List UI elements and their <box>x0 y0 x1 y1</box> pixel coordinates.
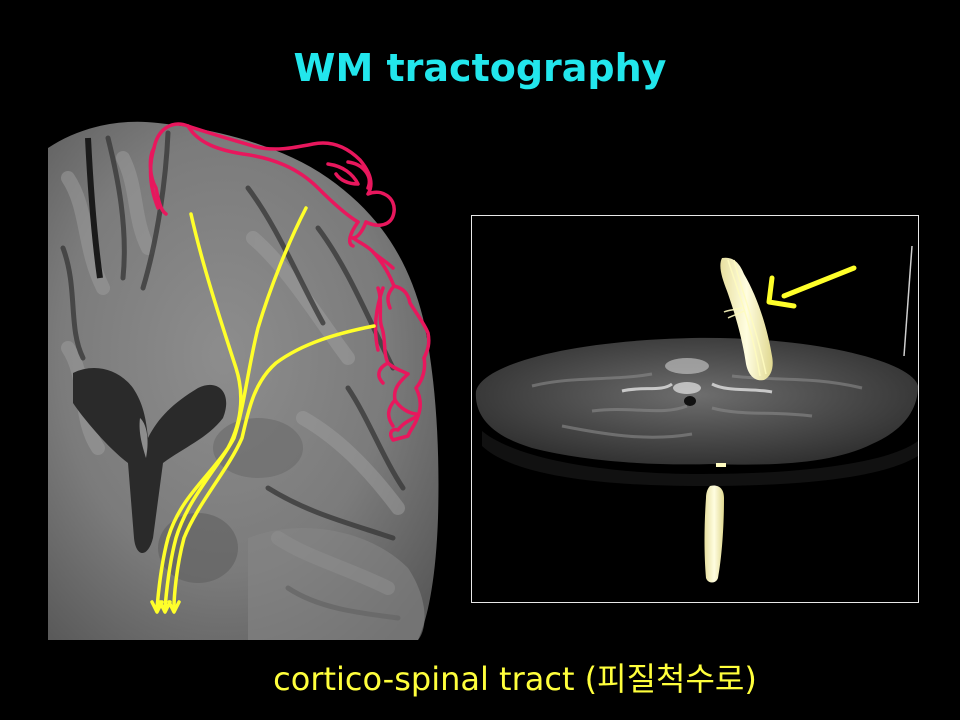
slide-title: WM tractography <box>293 46 667 90</box>
coronal-mri-figure <box>48 118 440 640</box>
lower-fiber-bundle <box>704 463 726 583</box>
temporal-lobe <box>248 528 425 640</box>
slice-texture <box>531 372 863 439</box>
corticospinal-fibers <box>150 206 376 614</box>
slice-edge <box>482 431 918 486</box>
third-ventricle <box>139 418 148 458</box>
sulci-texture <box>60 130 406 621</box>
axial-tractography-figure <box>471 215 919 603</box>
interhemispheric-fissure <box>85 137 103 279</box>
brainstem-center <box>621 358 773 406</box>
scan-line <box>903 245 913 357</box>
arrow-indicator <box>766 265 857 309</box>
lateral-ventricles <box>73 368 227 553</box>
upper-fiber-bundle <box>720 257 773 381</box>
axial-tractography-illustration <box>475 245 918 583</box>
coronal-mri-illustration <box>48 121 439 640</box>
slide-caption: cortico-spinal tract (피질척수로) <box>273 660 757 698</box>
axial-slice <box>475 337 918 465</box>
homunculus-outline <box>148 122 431 442</box>
